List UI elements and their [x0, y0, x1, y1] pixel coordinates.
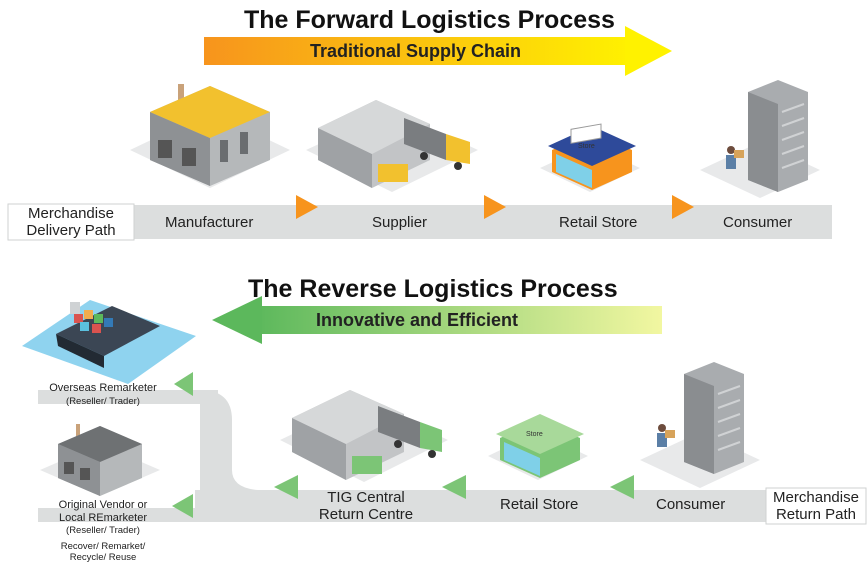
consumer-building-icon	[700, 80, 820, 198]
tig-label-line2: Return Centre	[318, 506, 414, 523]
forward-path-label: Merchandise Delivery Path	[8, 205, 134, 239]
factory-icon	[130, 84, 290, 188]
stage-retail-store: Retail Store	[559, 214, 638, 231]
reverse-path-label: Merchandise Return Path	[766, 489, 866, 523]
truck-icon	[404, 118, 470, 170]
forward-path-label-box	[7, 203, 135, 241]
tig-label-line1: TIG Central	[327, 489, 405, 506]
reverse-banner-arrow	[212, 296, 662, 344]
reverse-path-band	[38, 390, 767, 522]
svg-text:Store: Store	[578, 143, 595, 150]
reverse-stage-tig: TIG Central Return Centre	[306, 489, 426, 523]
reverse-arrow-2	[442, 475, 466, 499]
reverse-title: The Reverse Logistics Process	[248, 275, 618, 303]
vendor-factory-icon	[40, 424, 160, 496]
reverse-arrow-4	[174, 372, 193, 396]
forward-title: The Forward Logistics Process	[244, 6, 615, 34]
forward-path-band	[10, 205, 832, 239]
vendor-label-line2: Local REmarketer	[58, 512, 148, 524]
overseas-remarketer-label: Overseas Remarketer	[49, 382, 157, 394]
consumer-building-icon-reverse	[640, 362, 760, 488]
retail-store-icon-forward: Store	[540, 123, 640, 192]
reverse-path-label-line1: Merchandise	[773, 489, 859, 506]
forward-path-label-line2: Delivery Path	[26, 222, 116, 239]
reverse-path-label-line2: Return Path	[775, 506, 857, 523]
reverse-arrow-3	[274, 475, 298, 499]
overseas-remarketer-sub: (Reseller/ Trader)	[66, 396, 140, 407]
cargo-ship-icon	[22, 300, 196, 384]
reverse-arrow-5	[172, 494, 193, 518]
forward-arrow-3	[672, 195, 694, 219]
forward-arrow-2	[484, 195, 506, 219]
reverse-subtitle: Innovative and Efficient	[316, 310, 519, 330]
forward-subtitle: Traditional Supply Chain	[310, 41, 522, 61]
retail-store-icon-reverse: Store	[488, 414, 588, 480]
vendor-note-line1: Recover/ Remarket/	[60, 541, 146, 552]
reverse-path-label-box	[765, 487, 867, 525]
forward-path-label-line1: Merchandise	[28, 205, 114, 222]
vendor-label-line1: Original Vendor or	[58, 499, 148, 511]
forward-arrow-1	[296, 195, 318, 219]
vendor-note: Recover/ Remarket/ Recycle/ Reuse	[38, 541, 168, 563]
svg-text:Store: Store	[526, 431, 543, 438]
reverse-arrow-1	[610, 475, 634, 499]
vendor-note-line2: Recycle/ Reuse	[69, 552, 137, 563]
vendor-sub: (Reseller/ Trader)	[66, 525, 140, 536]
forward-banner-arrow	[204, 26, 672, 76]
tig-warehouse-icon	[280, 390, 448, 482]
stage-supplier: Supplier	[372, 214, 428, 231]
vendor-label: Original Vendor or Local REmarketer	[38, 499, 168, 525]
reverse-stage-consumer: Consumer	[656, 496, 726, 513]
reverse-stage-retail-store: Retail Store	[500, 496, 579, 513]
stage-manufacturer: Manufacturer	[165, 214, 254, 231]
stage-consumer: Consumer	[723, 214, 793, 231]
